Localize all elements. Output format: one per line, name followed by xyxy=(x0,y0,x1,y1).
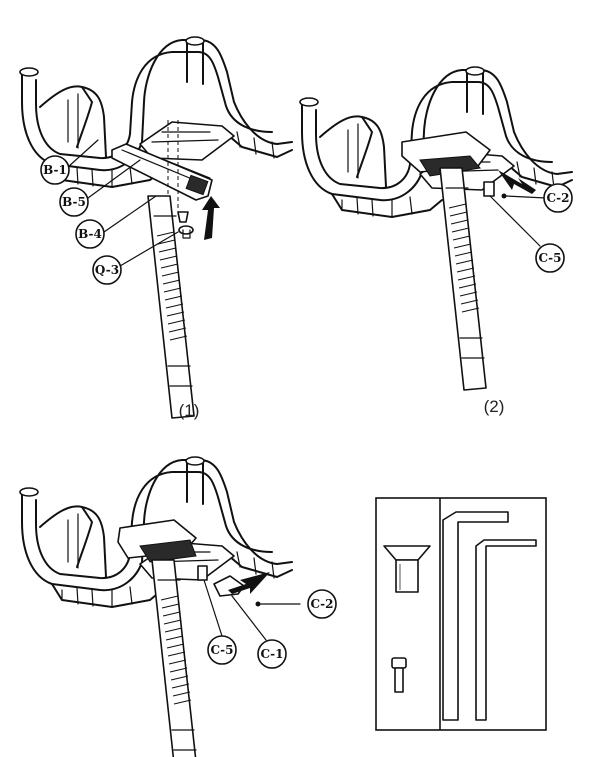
hardware-box xyxy=(375,497,547,731)
label-c2: C-2 xyxy=(311,597,334,611)
label-c5: C-5 xyxy=(211,643,234,657)
label-b4: B-4 xyxy=(78,227,102,241)
part-c5 xyxy=(197,565,208,581)
down-right-arrow-icon xyxy=(498,170,536,194)
label-bubble-c1 xyxy=(257,639,287,669)
bolt-icon xyxy=(383,545,431,593)
up-arrow-icon xyxy=(202,196,220,240)
label-b5: B-5 xyxy=(62,195,86,209)
label-b1: B-1 xyxy=(43,163,67,177)
label-bubble-c5 xyxy=(535,243,565,273)
label-c2: C-2 xyxy=(547,191,570,205)
label-q3: Q-3 xyxy=(95,263,119,277)
label-bubble-c2 xyxy=(543,183,573,213)
label-bubble-b1 xyxy=(40,155,70,185)
label-bubble-b5 xyxy=(59,187,89,217)
label-c5: C-5 xyxy=(539,251,562,265)
part-c1 xyxy=(213,575,245,597)
caption-2: (2) xyxy=(484,397,505,416)
label-bubble-q3 xyxy=(92,255,122,285)
label-bubble-c2 xyxy=(307,589,337,619)
panel-3: C-2 C-5 C-1 xyxy=(19,456,337,757)
small-screw-icon xyxy=(391,657,407,693)
caption-1: (1) xyxy=(179,401,200,420)
label-c1: C-1 xyxy=(261,647,284,661)
label-bubble-b4 xyxy=(75,219,105,249)
left-arrow-icon xyxy=(228,572,270,594)
hardware-frame xyxy=(375,497,547,731)
panel-2: C-2 C-5 (2) xyxy=(299,66,573,416)
seat-post xyxy=(151,559,199,757)
part-c5 xyxy=(483,181,495,197)
allen-key-small-icon xyxy=(475,539,537,721)
bolt-part xyxy=(177,211,189,223)
label-bubble-c5 xyxy=(207,635,237,665)
allen-key-large-icon xyxy=(442,511,509,721)
panel-1: B-1 B-5 B-4 Q-3 (1) xyxy=(19,36,293,420)
seat-post xyxy=(439,167,487,391)
